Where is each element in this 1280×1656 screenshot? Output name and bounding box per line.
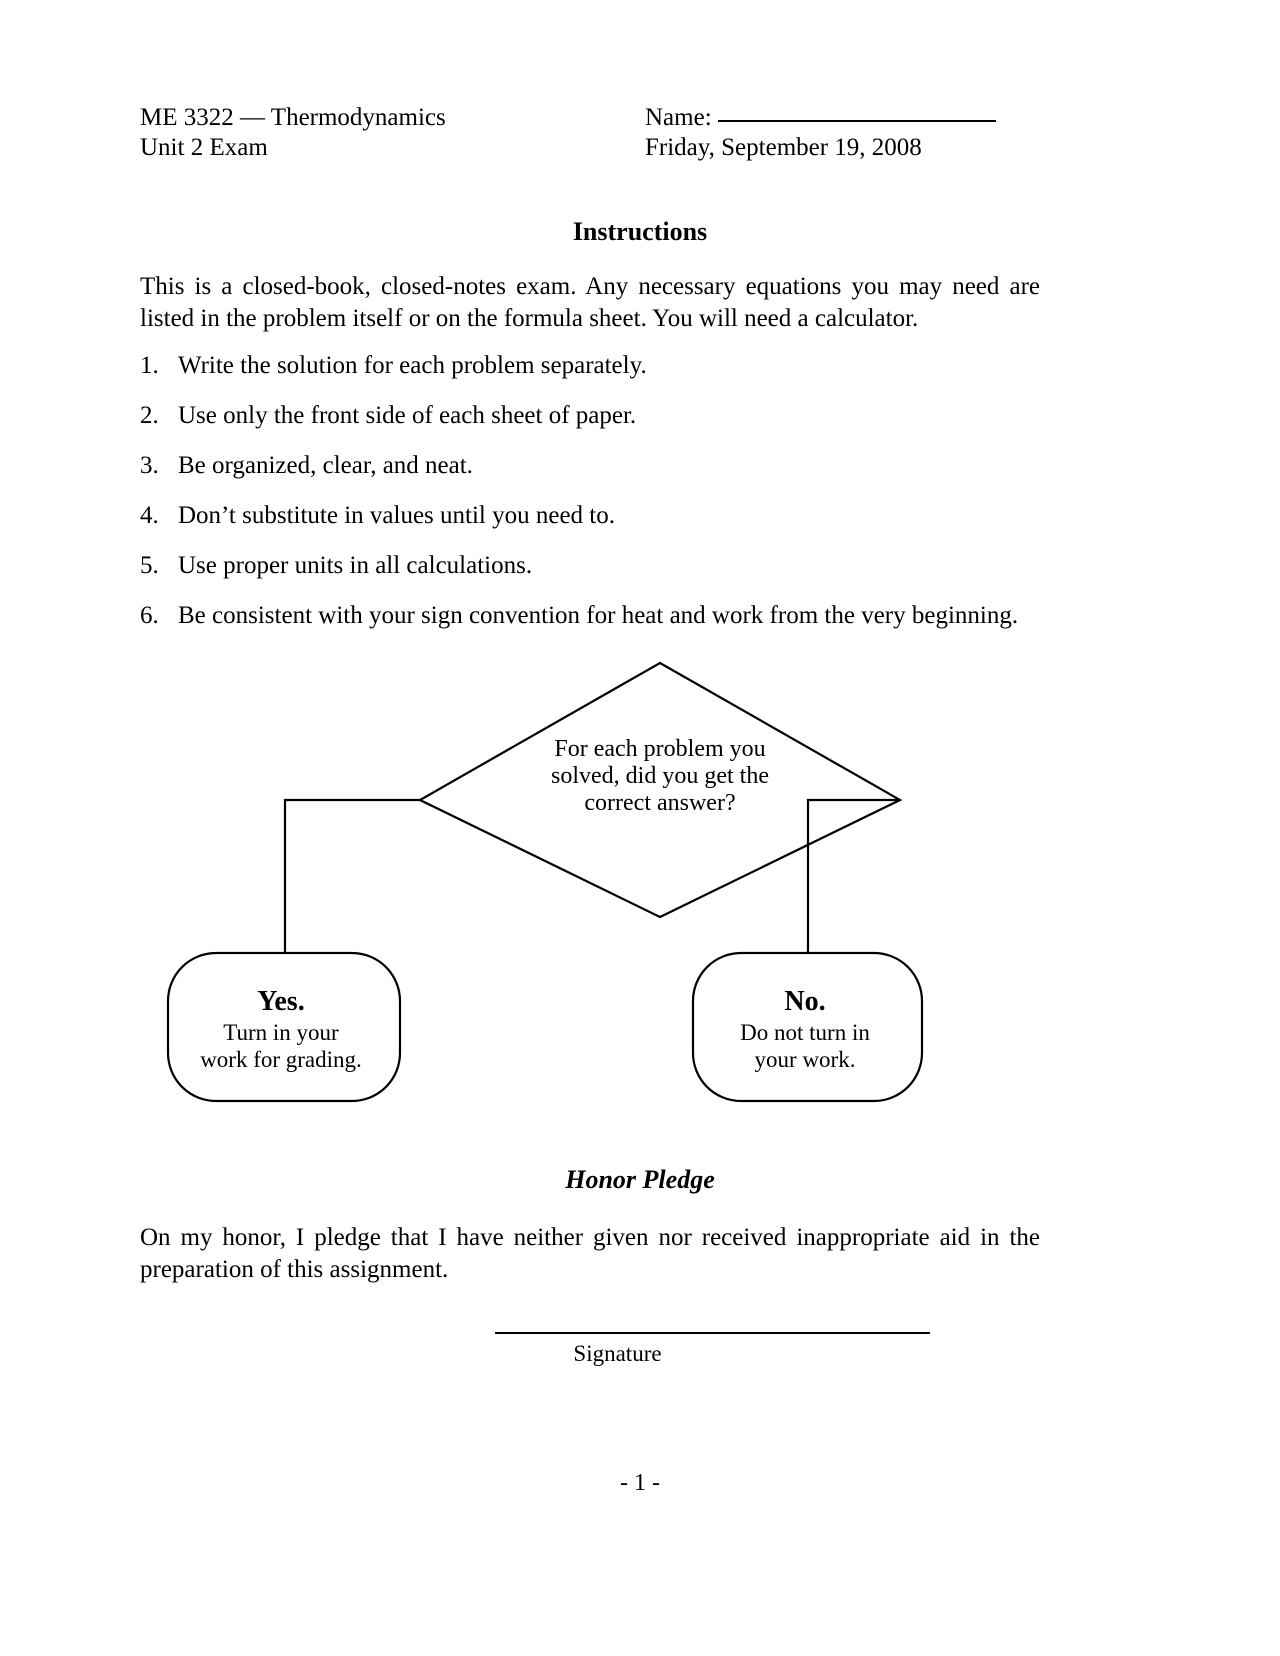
list-item-number: 4. — [140, 502, 159, 529]
no-node-label: No. Do not turn in your work. — [690, 985, 920, 1073]
honor-pledge-heading: Honor Pledge — [565, 1165, 715, 1194]
list-item-number: 5. — [140, 552, 159, 579]
decision-diamond-shape — [417, 661, 903, 919]
name-label: Name: — [645, 104, 712, 131]
list-item-number: 6. — [140, 602, 159, 629]
instructions-heading: Instructions — [572, 217, 708, 246]
yes-node-line-2: work for grading. — [200, 1047, 362, 1072]
list-item-text: Use only the front side of each sheet of… — [178, 402, 637, 429]
decision-diamond-label: For each problem you solved, did you get… — [551, 736, 769, 816]
list-item-text: Be organized, clear, and neat. — [178, 452, 473, 479]
page-header: ME 3322 — Thermodynamics Unit 2 Exam Nam… — [140, 103, 1045, 163]
list-item-number: 1. — [140, 352, 159, 379]
signature-label: Signature — [573, 1341, 662, 1366]
instructions-intro-paragraph: This is a closed-book, closed-notes exam… — [140, 273, 1040, 332]
no-node-line-1: Do not turn in — [740, 1020, 870, 1045]
course-info-block: ME 3322 — Thermodynamics Unit 2 Exam — [140, 103, 446, 163]
honor-pledge-text: On my honor, I pledge that I have neithe… — [140, 1224, 1040, 1283]
exam-title: Unit 2 Exam — [140, 134, 268, 161]
list-item-text: Use proper units in all calculations. — [178, 552, 533, 579]
page-number: - 1 - — [620, 1470, 660, 1496]
no-node-shape — [691, 951, 924, 1103]
list-item-number: 3. — [140, 452, 159, 479]
yes-node-label: Yes. Turn in your work for grading. — [166, 985, 396, 1073]
list-item: 3. Be organized, clear, and neat. — [140, 451, 1045, 481]
student-info-block: Name: Friday, September 19, 2008 — [645, 103, 1045, 163]
list-item: 1. Write the solution for each problem s… — [140, 351, 1045, 381]
yes-node-heading: Yes. — [257, 986, 305, 1017]
signature-block: Signature — [495, 1332, 935, 1367]
no-branch-connector — [806, 798, 900, 953]
no-node-line-2: your work. — [754, 1047, 856, 1072]
yes-node-line-1: Turn in your — [223, 1020, 339, 1045]
flowchart-graphics — [166, 661, 924, 1103]
list-item: 4. Don’t substitute in values until you … — [140, 501, 1045, 531]
exam-date: Friday, September 19, 2008 — [645, 134, 922, 161]
yes-branch-connector — [283, 798, 420, 953]
list-item-number: 2. — [140, 402, 159, 429]
list-item-text: Be consistent with your sign convention … — [178, 602, 1019, 629]
list-item: 6. Be consistent with your sign conventi… — [140, 601, 1045, 631]
course-title: ME 3322 — Thermodynamics — [140, 104, 446, 131]
list-item: 2. Use only the front side of each sheet… — [140, 401, 1045, 431]
signature-line[interactable] — [495, 1332, 930, 1334]
no-node-heading: No. — [784, 986, 826, 1017]
yes-node-shape — [166, 951, 402, 1103]
instructions-list: 1. Write the solution for each problem s… — [140, 351, 1045, 651]
list-item-text: Write the solution for each problem sepa… — [178, 352, 647, 379]
name-blank-line[interactable] — [717, 120, 996, 122]
list-item: 5. Use proper units in all calculations. — [140, 551, 1045, 581]
decision-flowchart: For each problem you solved, did you get… — [140, 655, 1040, 1115]
list-item-text: Don’t substitute in values until you nee… — [178, 502, 615, 529]
name-field-row: Name: — [645, 103, 1045, 133]
